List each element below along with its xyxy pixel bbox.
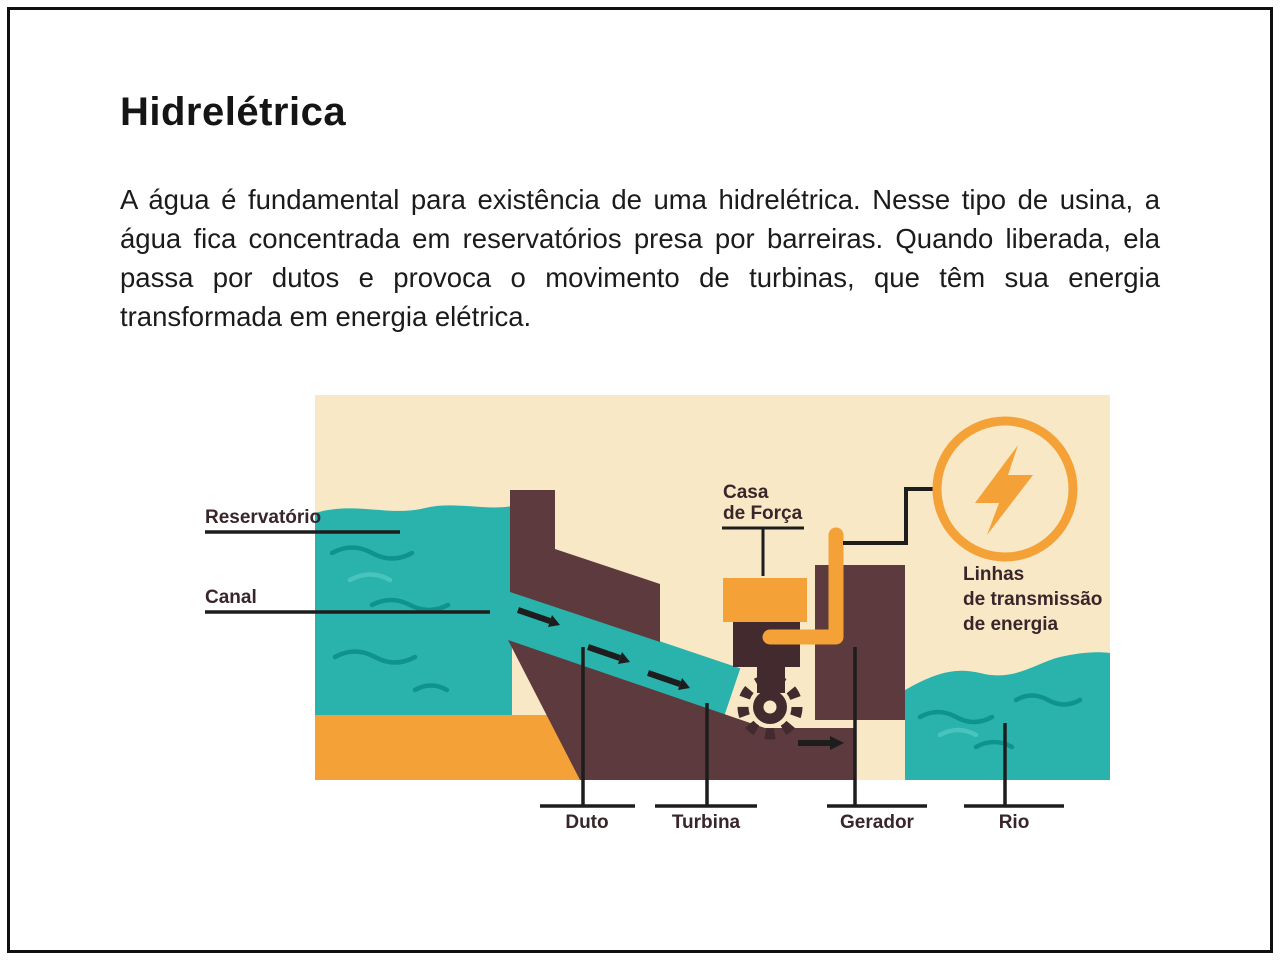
water-wave-line <box>937 727 979 738</box>
flow-arrow <box>517 607 551 624</box>
river-water <box>905 652 1110 780</box>
powerhouse-label-line1: Casa <box>723 482 769 503</box>
intro-paragraph: A água é fundamental para existência de … <box>120 184 1160 332</box>
water-wave-line <box>332 649 418 665</box>
river-label: Rio <box>999 812 1030 833</box>
water-wave-line <box>917 709 995 725</box>
turbine-gear-hub <box>763 700 777 714</box>
hydroelectric-diagram: Casa de Força Linhas de transmissão de e… <box>205 395 1110 833</box>
water-wave-line <box>973 739 1015 750</box>
dam-base-strip <box>315 715 580 780</box>
outflow-arrow-head <box>830 736 844 750</box>
generator-label: Gerador <box>840 812 915 833</box>
transmission-label-line2: de transmissão <box>963 589 1102 610</box>
dam-lower-structure <box>508 640 855 780</box>
power-conduit-pipe <box>762 527 844 645</box>
powerhouse-box <box>723 578 807 622</box>
reservoir-water <box>315 505 512 715</box>
flow-arrow-head <box>548 615 560 627</box>
water-wave-line <box>412 683 450 693</box>
reservoir-label: Reservatório <box>205 507 321 528</box>
flow-arrow <box>587 644 621 661</box>
flow-arrow-head <box>678 678 690 690</box>
lightning-icon <box>975 445 1033 535</box>
water-wave-line <box>369 597 451 613</box>
transmission-line <box>843 487 934 545</box>
dam-block <box>510 490 555 607</box>
water-wave-line <box>1013 693 1083 707</box>
transmission-label-line3: de energia <box>963 614 1058 635</box>
flow-arrow <box>647 670 681 687</box>
dam-upper-band <box>555 549 660 642</box>
page-title: Hidrelétrica <box>120 90 347 134</box>
water-wave-line <box>347 572 393 583</box>
canal-label: Canal <box>205 587 257 608</box>
turbine-label: Turbina <box>672 812 741 833</box>
flow-arrow-head <box>618 652 630 664</box>
powerhouse-label-line2: de Força <box>723 503 803 524</box>
energy-circle <box>932 416 1078 562</box>
water-wave-line <box>329 545 415 561</box>
turbine-gear-teeth <box>737 674 803 740</box>
transmission-label-line1: Linhas <box>963 564 1024 585</box>
duct-label: Duto <box>565 812 608 833</box>
